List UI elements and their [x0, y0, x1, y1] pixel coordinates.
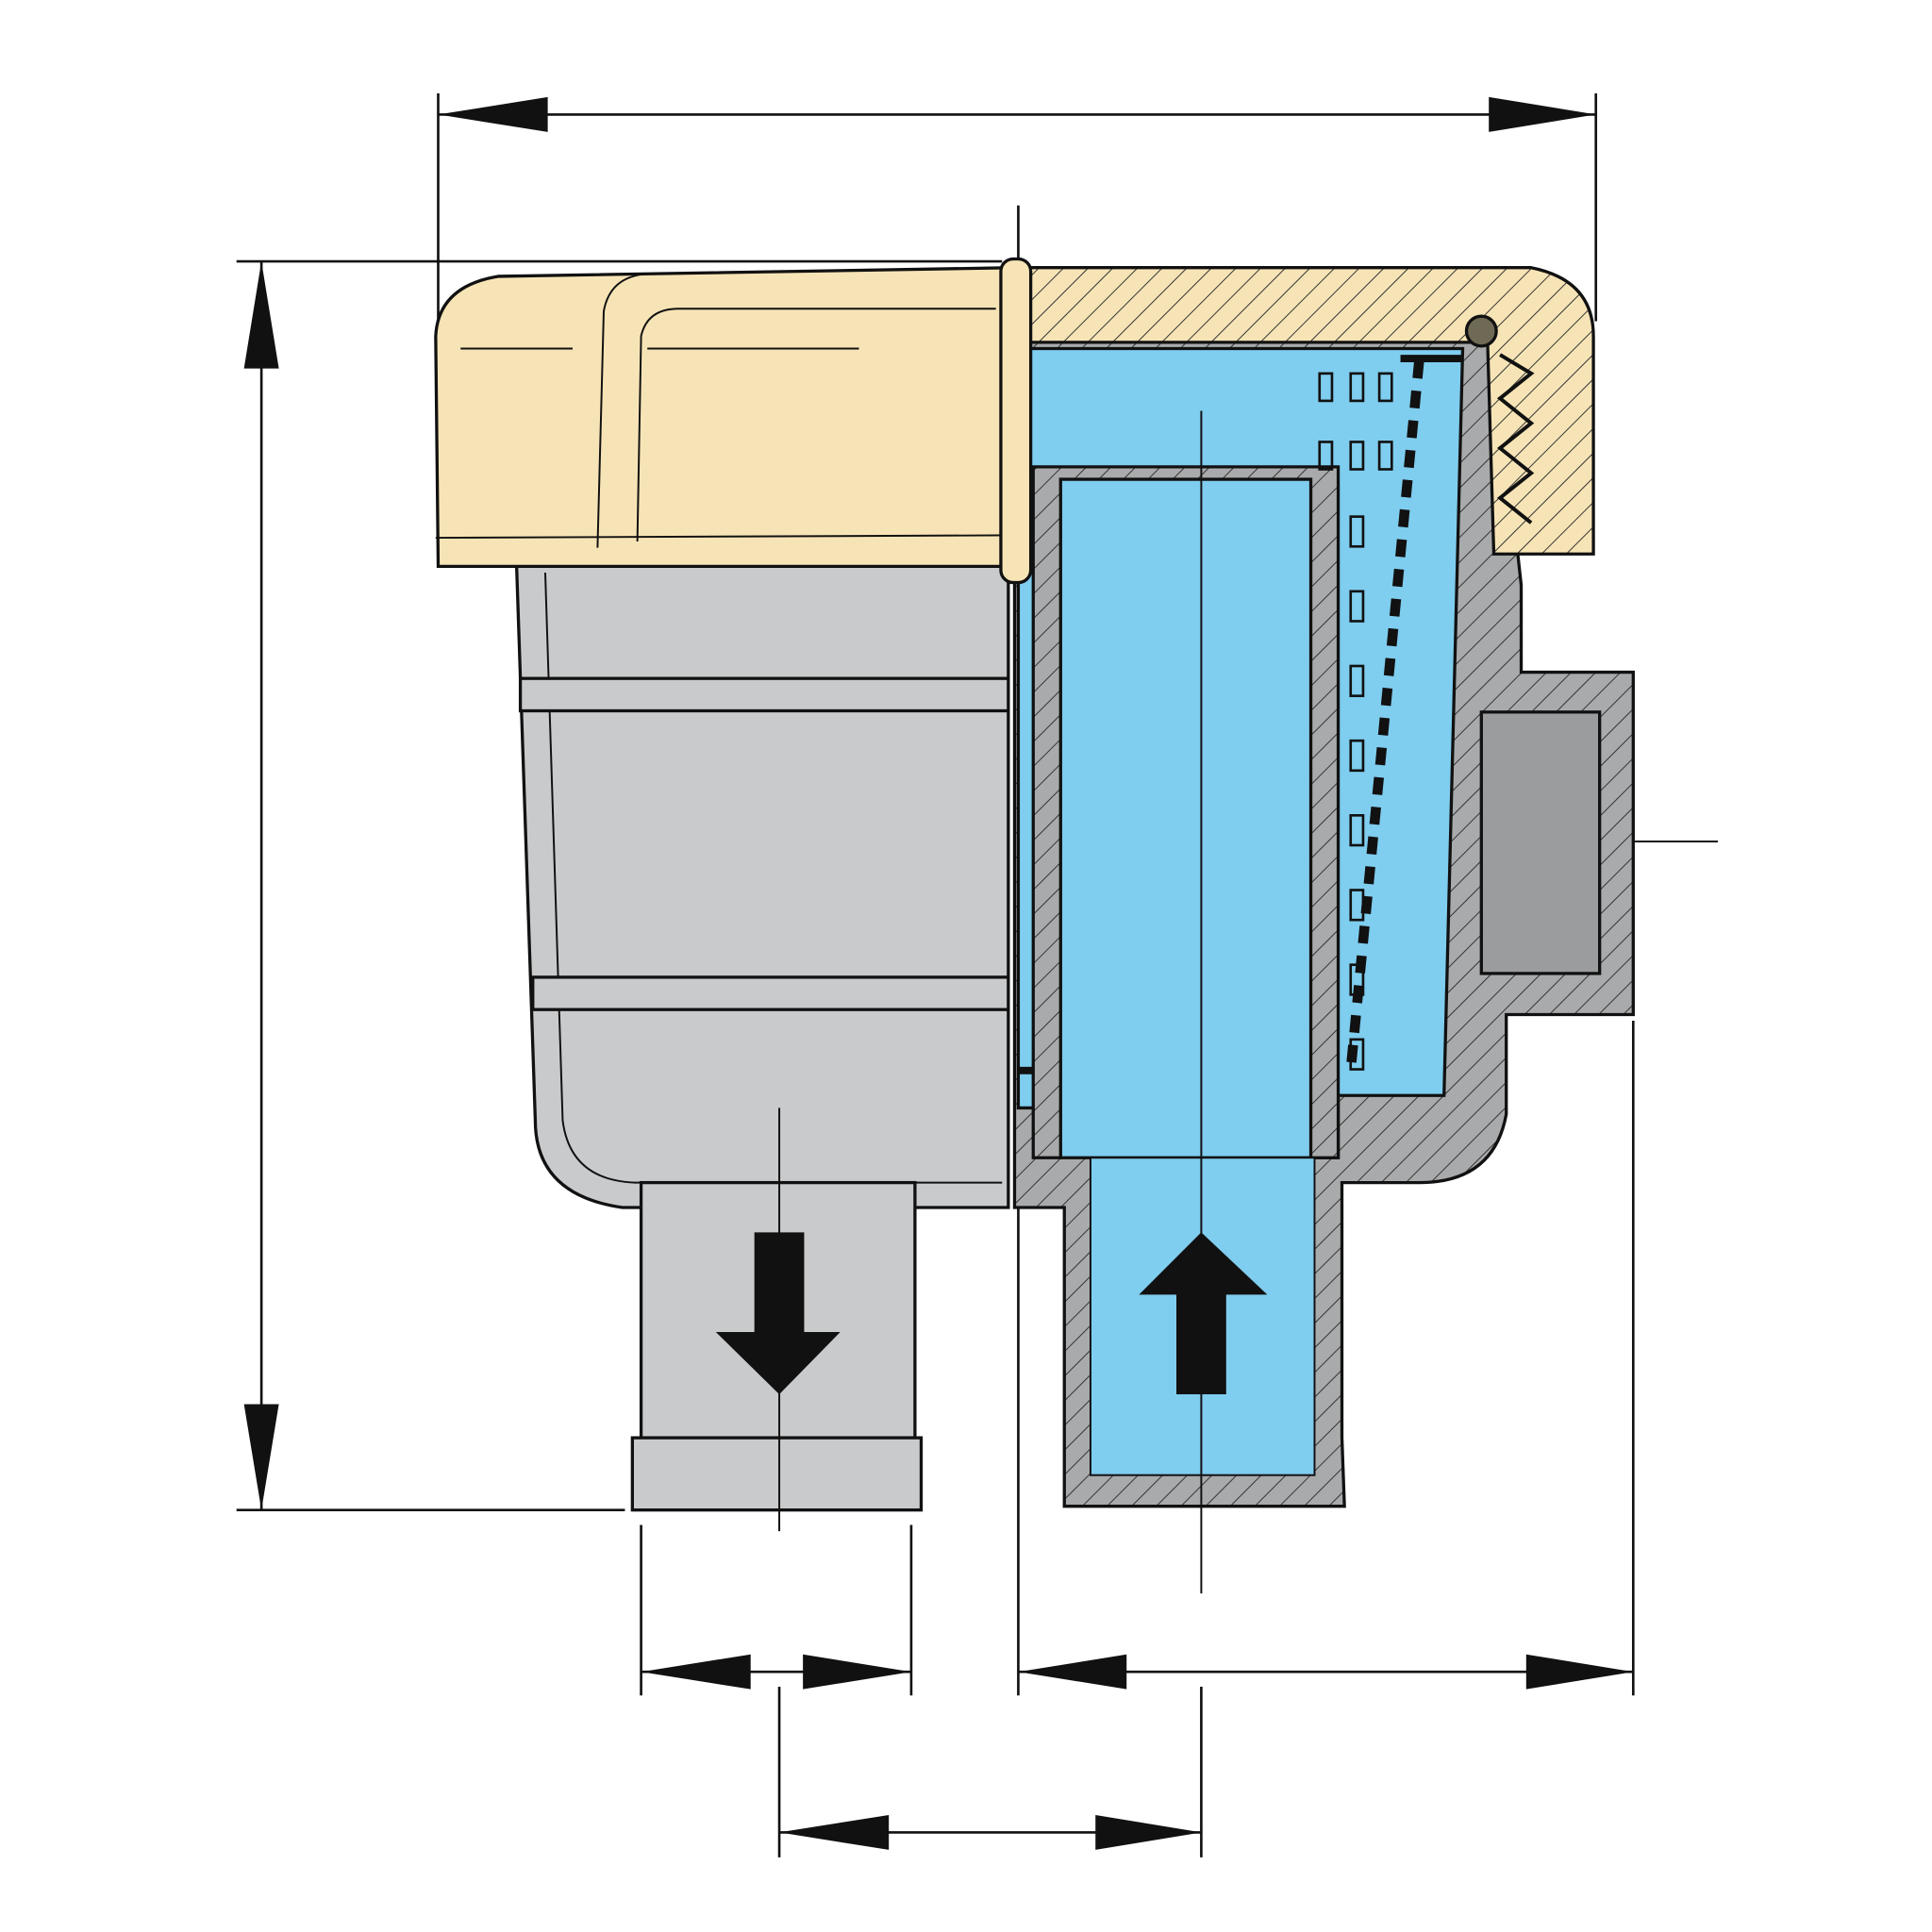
arrow-down-icon	[715, 1232, 841, 1394]
section-view	[1012, 334, 1635, 1508]
arrow-up-icon	[1139, 1232, 1268, 1394]
strainer-cap	[434, 257, 1595, 585]
dimension-lines	[236, 92, 1719, 1857]
side-port	[1479, 710, 1602, 975]
strainer-body	[514, 564, 1010, 1512]
inner-tube	[1031, 465, 1341, 1159]
